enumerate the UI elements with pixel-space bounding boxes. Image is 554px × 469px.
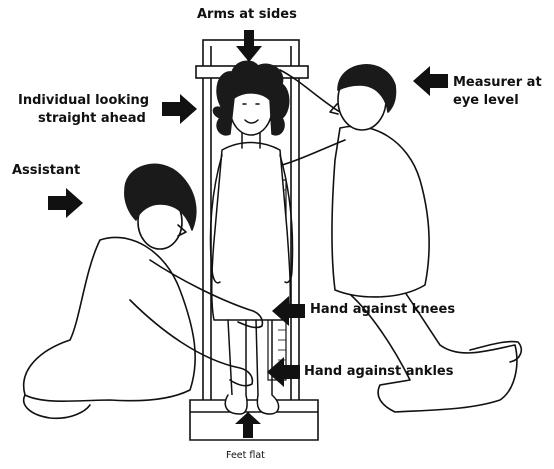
- arrow-individual-looking: [162, 94, 197, 124]
- measurer-figure: [270, 65, 521, 412]
- label-hand-against-ankles: Hand against ankles: [304, 363, 453, 380]
- label-measurer-line2: eye level: [453, 92, 519, 109]
- label-assistant: Assistant: [12, 162, 80, 179]
- label-feet-flat: Feet flat: [226, 447, 265, 464]
- label-hand-against-knees: Hand against knees: [310, 301, 455, 318]
- arrow-assistant: [48, 188, 83, 218]
- label-individual-looking-line2: straight ahead: [38, 110, 146, 127]
- label-measurer-line1: Measurer at: [453, 74, 542, 91]
- label-individual-looking-line1: Individual looking: [18, 92, 149, 109]
- arrow-arms-at-sides: [236, 30, 262, 62]
- label-arms-at-sides: Arms at sides: [197, 6, 297, 23]
- arrow-measurer-eye-level: [413, 66, 448, 96]
